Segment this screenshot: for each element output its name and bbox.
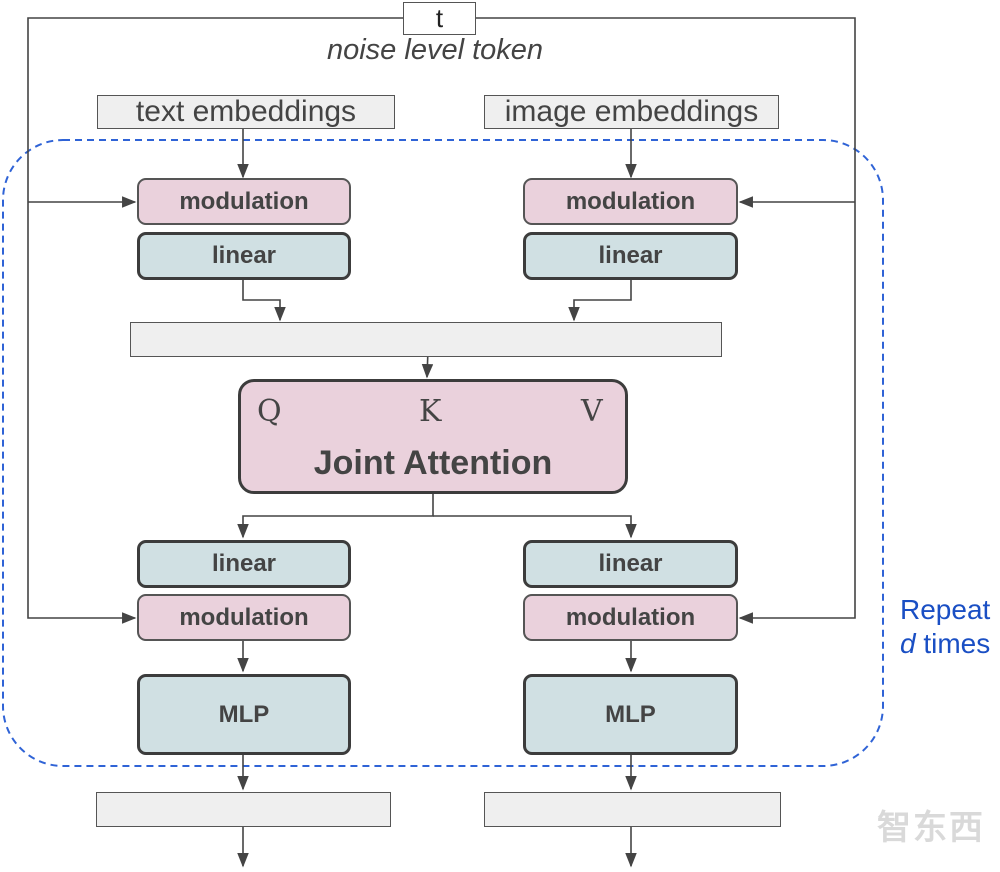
image-output-bar (484, 792, 781, 827)
joint-attention-title: Joint Attention (313, 444, 553, 482)
q-label: Q (257, 394, 282, 429)
repeat-line-1: Repeat (900, 594, 991, 625)
mlp-label: MLP (218, 700, 270, 728)
joint-attention-block: Q K V Joint Attention (238, 379, 628, 494)
text-linear-bottom: linear (137, 540, 351, 588)
text-embeddings-label: text embeddings (135, 95, 357, 128)
text-modulation-top: modulation (137, 178, 351, 225)
text-output-bar (96, 792, 391, 827)
k-label: K (419, 394, 442, 429)
repeat-suffix: times (915, 628, 991, 659)
modulation-label: modulation (565, 187, 696, 215)
repeat-boundary (2, 139, 884, 767)
repeat-line-2: d times (900, 627, 990, 661)
noise-level-label: noise level token (326, 34, 544, 66)
repeat-label: Repeat d times (900, 593, 990, 661)
text-modulation-bottom: modulation (137, 594, 351, 641)
modulation-label: modulation (179, 603, 309, 631)
image-modulation-bottom: modulation (523, 594, 738, 641)
linear-label: linear (211, 550, 277, 577)
image-embeddings-box: image embeddings (484, 95, 779, 129)
modulation-label: modulation (179, 187, 309, 215)
noise-loop-wire (27, 17, 403, 624)
repeat-var: d (900, 628, 916, 659)
image-mlp-block: MLP (523, 674, 738, 755)
linear-label: linear (211, 242, 277, 269)
mlp-label: MLP (605, 700, 656, 728)
image-linear-top: linear (523, 232, 738, 280)
text-linear-top: linear (137, 232, 351, 280)
t-token-box: t (403, 2, 476, 35)
linear-label: linear (598, 550, 663, 577)
text-embeddings-box: text embeddings (97, 95, 395, 129)
image-linear-bottom: linear (523, 540, 738, 588)
concat-bar (130, 322, 722, 357)
image-modulation-top: modulation (523, 178, 738, 225)
watermark-logo: 智东西 (877, 809, 985, 847)
modulation-label: modulation (565, 603, 696, 631)
text-mlp-block: MLP (137, 674, 351, 755)
t-token-label: t (435, 3, 444, 33)
linear-label: linear (598, 242, 663, 269)
v-label: V (581, 394, 603, 429)
image-embeddings-label: image embeddings (504, 95, 759, 128)
